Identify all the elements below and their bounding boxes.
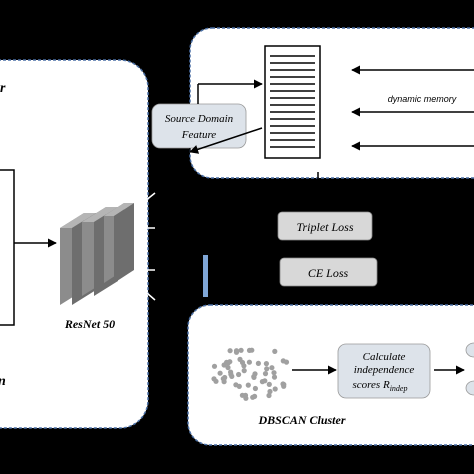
feature-point [224, 359, 230, 365]
cluster-panel [187, 304, 474, 446]
feature-point [246, 347, 253, 353]
cluster-label: DBSCAN Cluster [257, 413, 345, 427]
feature-point [243, 395, 249, 401]
feature-point [267, 388, 273, 395]
feature-point [225, 364, 231, 371]
left-panel-bottom-fragment: n [0, 374, 6, 389]
output-blob-bottom [465, 380, 474, 396]
memory-to-feature-arrow [189, 127, 263, 154]
feature-point [236, 383, 242, 389]
source-feature-line1: Source Domain [165, 113, 234, 125]
input-bracket [0, 169, 15, 326]
memory-bank-icon [264, 45, 321, 159]
feature-points-cluster [211, 347, 290, 401]
calc-line3: scores Rindep [353, 379, 408, 393]
memory-panel [189, 27, 474, 179]
feature-point [217, 370, 223, 376]
feature-point [271, 374, 278, 380]
feature-point [252, 371, 258, 377]
resnet-out-arrow-1 [139, 192, 156, 206]
feature-point [241, 368, 247, 374]
feature-point [271, 370, 277, 376]
feature-point [238, 347, 244, 353]
feature-point [236, 371, 242, 378]
feature-point [246, 359, 252, 365]
feature-point [252, 385, 258, 392]
output-blob-top [465, 342, 474, 358]
resnet-out-arrow-4 [139, 286, 156, 301]
calc-line1: Calculate [363, 351, 406, 363]
feature-point [245, 382, 251, 388]
backbone-label: ResNet 50 [64, 317, 115, 331]
accent-bar [203, 255, 208, 297]
feature-point [269, 365, 275, 371]
feature-point [255, 360, 261, 366]
left-panel-top-fragment: r [0, 81, 6, 96]
feature-point [237, 356, 243, 362]
triplet-loss-box [277, 211, 373, 241]
source-feature-box [151, 103, 247, 149]
feature-point [259, 379, 265, 385]
feature-point [272, 386, 278, 392]
feature-point [266, 392, 272, 399]
feature-point [252, 393, 258, 399]
feature-point [228, 371, 234, 377]
calc-line3-prefix: scores R [353, 379, 390, 391]
feature-point [211, 376, 217, 382]
source-feature-line2: Feature [181, 129, 217, 141]
feature-point [233, 348, 240, 354]
calc-line2: independence [354, 364, 415, 376]
calc-line3-sub: indep [390, 384, 408, 393]
feature-point [266, 381, 272, 387]
ce-loss-label: CE Loss [308, 266, 349, 280]
feature-point [222, 374, 228, 381]
calc-score-box [337, 343, 431, 399]
resnet-block-icon [60, 203, 134, 305]
feature-point [281, 383, 287, 389]
feature-point [280, 358, 286, 364]
feature-point [211, 363, 218, 369]
feature-point [272, 348, 278, 354]
ce-loss-box [279, 257, 378, 287]
triplet-loss-label: Triplet Loss [296, 220, 353, 234]
feature-point [262, 371, 269, 377]
feature-point [264, 366, 270, 372]
feature-point [263, 361, 269, 367]
memory-label: dynamic memory [388, 94, 457, 104]
feature-point [227, 348, 233, 354]
